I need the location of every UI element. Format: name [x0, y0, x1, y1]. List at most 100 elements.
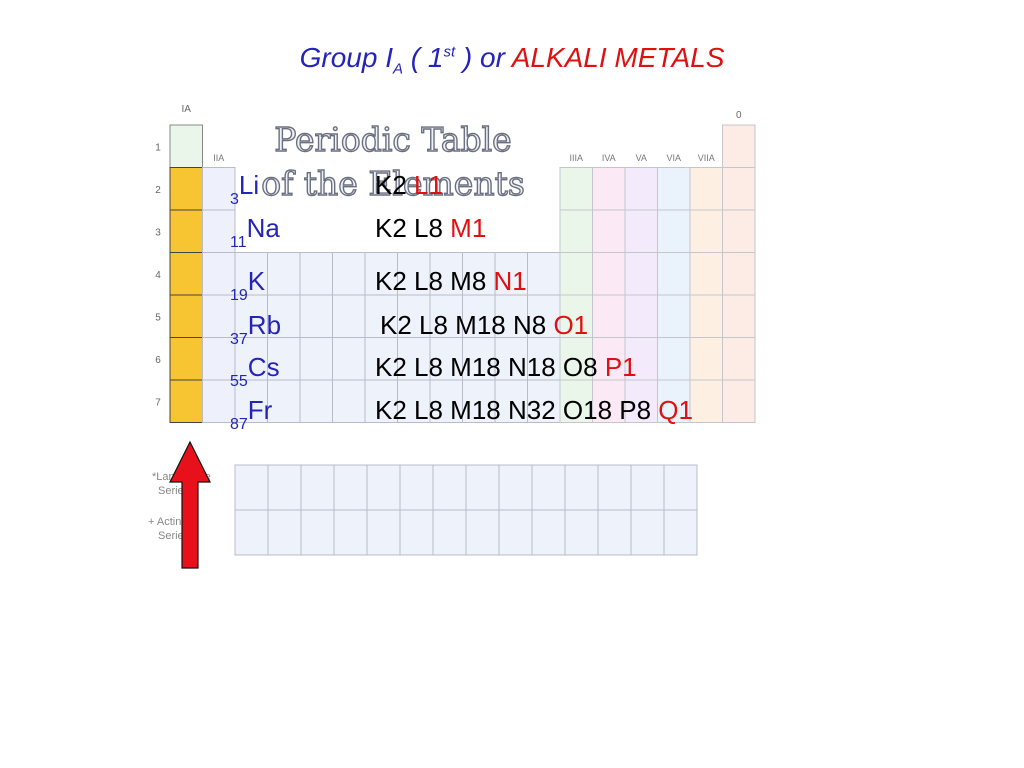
- config-inner: K2: [375, 170, 415, 200]
- element-row-k: 19K K2 L8 M8 N1: [230, 266, 830, 306]
- pt-cell-alkali: [169, 167, 203, 211]
- electron-config: K2 L8 M18 N18 O8 P1: [375, 352, 637, 383]
- pt-cell: [364, 379, 398, 423]
- pt-group-label: IVA: [602, 153, 616, 163]
- pt-cell: [592, 379, 626, 423]
- pt-cell: [332, 379, 366, 423]
- periodic-table-graphic: 1234567IA0IIAIIIAIVAVAVIAVIIA*Lanthanide…: [148, 104, 756, 556]
- pt-cell-alkali: [169, 294, 203, 338]
- element-row-na: 11Na K2 L8 M1: [230, 213, 830, 253]
- electron-config: K2 L8 M18 N8 O1: [380, 310, 588, 341]
- config-outer-shell: Q1: [658, 395, 693, 425]
- config-outer-shell: N1: [493, 266, 527, 296]
- pt-fblock-cell: [267, 464, 302, 511]
- pt-cell: [332, 252, 366, 296]
- pt-fblock-cell: [465, 464, 500, 511]
- pt-cell: [462, 252, 496, 296]
- symbol: Fr: [247, 395, 273, 425]
- pt-fblock-cell: [300, 464, 335, 511]
- arrow-up-icon: [168, 440, 212, 570]
- title-paren-open: ( 1: [403, 42, 444, 73]
- pt-cell: [559, 167, 593, 211]
- pt-cell: [624, 379, 658, 423]
- pt-fblock-cell: [234, 509, 269, 556]
- config-inner: K2 L8 M18 N8: [380, 310, 554, 340]
- atomic-number: 11: [230, 234, 247, 251]
- pt-cell: [332, 294, 366, 338]
- pt-fblock-cell: [531, 464, 566, 511]
- pt-cell: [559, 294, 593, 338]
- element-symbol: 37Rb: [230, 310, 282, 348]
- config-outer-shell: L1: [414, 170, 443, 200]
- pt-group-label: IIA: [213, 153, 224, 163]
- pt-cell: [592, 209, 626, 253]
- pt-fblock-cell: [333, 464, 368, 511]
- element-row-rb: 37Rb K2 L8 M18 N8 O1: [230, 310, 830, 350]
- element-row-cs: 55Cs K2 L8 M18 N18 O8 P1: [230, 352, 830, 392]
- periodic-table-heading-line1: Periodic Table: [274, 119, 513, 159]
- pt-cell: [624, 252, 658, 296]
- title-group: Group I: [299, 42, 393, 73]
- pt-cell: [299, 379, 333, 423]
- pt-fblock-cell: [399, 464, 434, 511]
- pt-cell: [202, 379, 236, 423]
- pt-cell: [657, 379, 691, 423]
- slide-title: Group IA ( 1st ) or ALKALI METALS: [0, 42, 1024, 78]
- pt-cell: [592, 252, 626, 296]
- config-outer-shell: P1: [604, 352, 637, 382]
- pt-group-label: VIIA: [698, 153, 715, 163]
- pt-fblock-cell: [597, 509, 632, 556]
- pt-cell: [592, 294, 626, 338]
- pt-cell: [527, 252, 561, 296]
- electron-config: K2 L1: [375, 170, 443, 201]
- pt-fblock-cell: [498, 509, 533, 556]
- atomic-number: 55: [230, 373, 248, 390]
- pt-cell: [202, 167, 236, 211]
- pt-cell: [559, 337, 593, 381]
- pt-group-label: 0: [736, 110, 742, 121]
- pt-cell: [657, 252, 691, 296]
- electron-config: K2 L8 M8 N1: [375, 266, 527, 297]
- pt-cell: [202, 337, 236, 381]
- config-outer-shell: O1: [553, 310, 589, 340]
- pt-period-label: 2: [155, 185, 161, 196]
- pt-fblock-cell: [366, 509, 401, 556]
- pt-period-label: 5: [155, 312, 161, 323]
- pt-cell: [722, 209, 756, 253]
- config-inner: K2 L8 M8: [375, 266, 494, 296]
- title-paren-close: ) or: [455, 42, 512, 73]
- pt-fblock-cell: [366, 464, 401, 511]
- element-row-li: 3Li K2 L1: [230, 170, 830, 210]
- pt-cell-he: [722, 124, 756, 168]
- pt-cell: [689, 294, 723, 338]
- symbol: Rb: [247, 310, 282, 340]
- pt-fblock-cell: [465, 509, 500, 556]
- pt-fblock-cell: [234, 464, 269, 511]
- pt-period-label: 1: [155, 142, 161, 153]
- pt-cell: [592, 337, 626, 381]
- pt-cell: [462, 294, 496, 338]
- periodic-table-heading-line2: of the Elements: [261, 163, 526, 203]
- pt-cell-alkali: [169, 209, 203, 253]
- pt-cell: [234, 252, 268, 296]
- pt-fblock-cell: [663, 464, 698, 511]
- pt-fblock-cell: [564, 509, 599, 556]
- pt-cell: [494, 337, 528, 381]
- pt-cell: [494, 252, 528, 296]
- pt-fblock-cell: [531, 509, 566, 556]
- periodic-table-image: 1234567IA0IIAIIIAIVAVAVIAVIIA*Lanthanide…: [140, 100, 780, 570]
- config-inner: K2 L8: [375, 213, 451, 243]
- pt-cell: [722, 379, 756, 423]
- electron-config: K2 L8 M18 N32 O18 P8 Q1: [375, 395, 693, 426]
- element-symbol: 87Fr: [230, 395, 273, 433]
- pt-cell: [429, 252, 463, 296]
- pt-cell: [657, 294, 691, 338]
- element-row-fr: 87Fr K2 L8 M18 N32 O18 P8 Q1: [230, 395, 830, 435]
- pt-period-label: 4: [155, 270, 161, 281]
- pt-cell: [397, 252, 431, 296]
- pt-fblock-cell: [597, 464, 632, 511]
- pt-cell: [397, 294, 431, 338]
- title-highlight: ALKALI METALS: [511, 42, 725, 73]
- element-symbol: 55Cs: [230, 352, 280, 390]
- pt-period-label: 3: [155, 227, 161, 238]
